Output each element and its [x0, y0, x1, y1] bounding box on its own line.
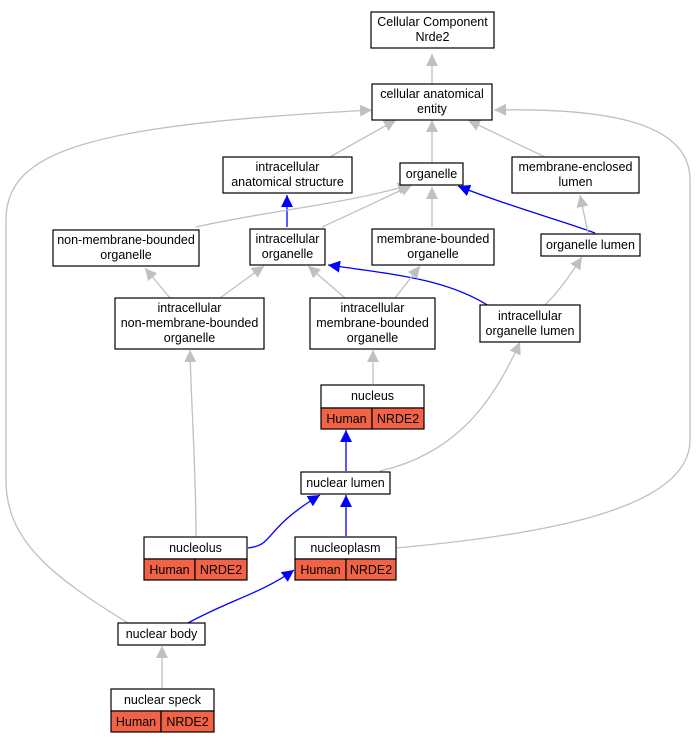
- node-label: organelle: [347, 331, 398, 345]
- node-label: anatomical structure: [231, 175, 344, 189]
- node-label: nuclear lumen: [306, 476, 385, 490]
- node-nucleus[interactable]: nucleus Human NRDE2: [320, 384, 425, 430]
- badge-species-label: Human: [116, 715, 156, 729]
- edge-nmbo-to-organelle: [195, 182, 411, 228]
- node-cellular-anatomical-entity[interactable]: cellular anatomical entity: [371, 83, 493, 121]
- node-cellular-component-nrde2[interactable]: Cellular Component Nrde2: [370, 11, 495, 49]
- node-non-membrane-bounded-organelle[interactable]: non-membrane-bounded organelle: [52, 229, 200, 267]
- node-label: entity: [417, 102, 448, 116]
- edge-ol-to-organelle: [457, 184, 596, 234]
- node-label: intracellular: [498, 309, 562, 323]
- node-label: nuclear speck: [124, 693, 202, 707]
- badge-gene: [371, 407, 425, 430]
- node-label: organelle: [100, 248, 151, 262]
- edge-nb-to-cae: [5, 104, 373, 624]
- node-intracellular-non-membrane-bounded-organelle[interactable]: intracellular non-membrane-bounded organ…: [114, 297, 265, 350]
- node-label: Nrde2: [415, 30, 449, 44]
- node-nuclear-body[interactable]: nuclear body: [117, 622, 206, 646]
- edge-io-to-organelle: [321, 184, 413, 228]
- badge-gene-label: NRDE2: [350, 563, 392, 577]
- node-nucleolus[interactable]: nucleolus Human NRDE2: [143, 536, 248, 581]
- badge-species-label: Human: [326, 412, 366, 426]
- node-label: membrane-enclosed: [519, 160, 633, 174]
- node-label: organelle: [164, 331, 215, 345]
- node-organelle-lumen[interactable]: organelle lumen: [540, 233, 641, 257]
- badge-species-label: Human: [149, 563, 189, 577]
- node-label: intracellular: [158, 301, 222, 315]
- node-label: cellular anatomical: [380, 87, 484, 101]
- node-label: nucleolus: [169, 541, 222, 555]
- badge-gene-label: NRDE2: [377, 412, 419, 426]
- node-membrane-bounded-organelle[interactable]: membrane-bounded organelle: [371, 228, 495, 266]
- edge-nucleolus-to-inmbo: [184, 349, 197, 537]
- node-label: non-membrane-bounded: [121, 316, 259, 330]
- node-label: intracellular: [341, 301, 405, 315]
- node-intracellular-anatomical-structure[interactable]: intracellular anatomical structure: [222, 156, 353, 194]
- node-label: intracellular: [256, 160, 320, 174]
- node-label: organelle: [406, 167, 457, 181]
- node-intracellular-organelle[interactable]: intracellular organelle: [249, 228, 326, 266]
- node-label: organelle: [407, 247, 458, 261]
- node-nuclear-lumen[interactable]: nuclear lumen: [300, 471, 391, 495]
- node-membrane-enclosed-lumen[interactable]: membrane-enclosed lumen: [511, 156, 640, 194]
- badge-gene-label: NRDE2: [166, 715, 208, 729]
- node-label: nucleus: [351, 389, 394, 403]
- edge-nucleoplasm-to-cae: [395, 103, 691, 549]
- node-label: nuclear body: [126, 627, 198, 641]
- edge-imbo-to-io: [307, 265, 346, 299]
- edge-ias-to-cae: [329, 119, 397, 158]
- edge-layer: [5, 54, 691, 688]
- node-label: organelle lumen: [486, 324, 575, 338]
- node-label: nucleoplasm: [310, 541, 380, 555]
- edge-inmbo-to-io: [219, 265, 265, 299]
- edge-imbo-to-mbo: [394, 265, 421, 299]
- edge-nb-to-nucleoplasm: [187, 569, 295, 624]
- node-label: organelle lumen: [546, 238, 635, 252]
- node-organelle[interactable]: organelle: [399, 162, 464, 186]
- badge-gene: [160, 710, 215, 733]
- edge-mel-to-cae: [467, 119, 546, 158]
- node-nuclear-speck[interactable]: nuclear speck Human NRDE2: [110, 688, 215, 733]
- node-label: organelle: [262, 247, 313, 261]
- badge-species-label: Human: [300, 563, 340, 577]
- edge-iol-to-io: [327, 260, 493, 309]
- edge-inmbo-to-nmbo: [144, 267, 171, 299]
- edge-nucleolus-to-nl: [247, 494, 321, 549]
- node-nucleoplasm[interactable]: nucleoplasm Human NRDE2: [294, 536, 397, 581]
- badge-gene-label: NRDE2: [200, 563, 242, 577]
- node-intracellular-membrane-bounded-organelle[interactable]: intracellular membrane-bounded organelle: [309, 297, 436, 350]
- node-label: lumen: [558, 175, 592, 189]
- badge-gene: [194, 558, 248, 581]
- node-label: membrane-bounded: [316, 316, 429, 330]
- node-label: non-membrane-bounded: [57, 233, 195, 247]
- edge-nl-to-iol: [379, 341, 521, 472]
- edge-ol-to-mel: [576, 194, 589, 234]
- badge-gene: [345, 558, 397, 581]
- node-label: Cellular Component: [377, 15, 488, 29]
- edge-iol-to-ol: [544, 256, 583, 306]
- node-layer: Cellular Component Nrde2 cellular anatom…: [52, 11, 641, 733]
- node-intracellular-organelle-lumen[interactable]: intracellular organelle lumen: [479, 304, 581, 343]
- node-label: intracellular: [256, 232, 320, 246]
- node-label: membrane-bounded: [377, 232, 490, 246]
